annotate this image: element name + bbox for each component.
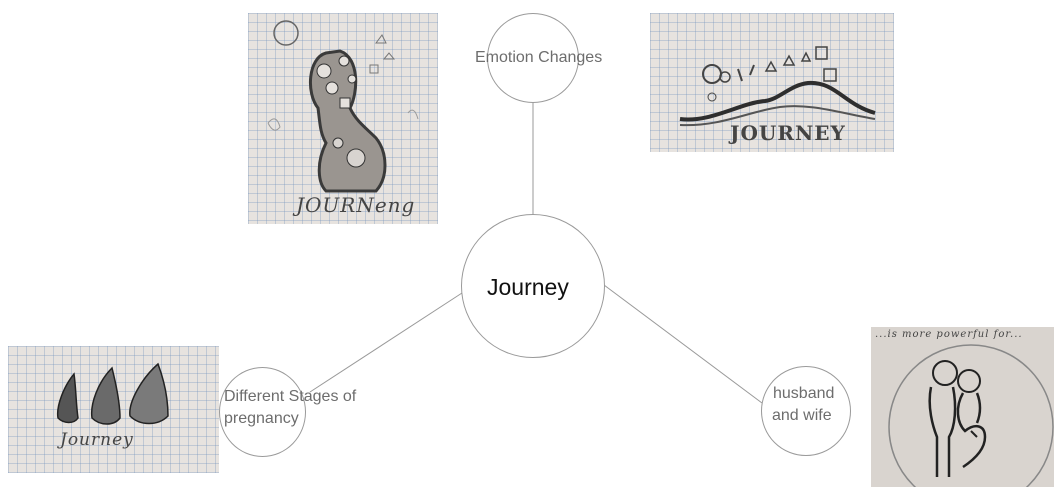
node-journey-center <box>461 214 605 358</box>
sketch-drawing <box>56 362 169 425</box>
sketch-caption: JOURNEY <box>730 121 846 145</box>
sketch-drawing <box>679 46 876 127</box>
node-husband-and-wife <box>761 366 851 456</box>
sketch-emotion-landscape: JOURNEY <box>650 13 894 152</box>
connector-stages <box>309 292 463 393</box>
label-husband: husband <box>773 385 835 402</box>
label-different-stages-line2: pregnancy <box>224 410 299 427</box>
sketch-husband-and-wife: ...is more powerful for... <box>871 327 1054 487</box>
sketch-drawing <box>888 344 1054 487</box>
label-and-wife: and wife <box>772 407 832 424</box>
sketch-pregnant-body: JOURNeng <box>248 13 438 224</box>
sketch-drawing <box>267 20 419 193</box>
connector-couple <box>603 284 763 404</box>
node-emotion-changes <box>487 13 579 103</box>
sketch-pregnancy-stages: Journey <box>8 346 219 473</box>
node-different-stages <box>219 367 306 457</box>
label-different-stages-line1: Different Stages of <box>224 388 357 405</box>
sketch-caption: JOURNeng <box>296 193 416 217</box>
sketch-caption: ...is more powerful for... <box>875 329 1023 340</box>
label-journey: Journey <box>487 274 569 300</box>
label-emotion-changes: Emotion Changes <box>475 49 603 66</box>
sketch-caption: Journey <box>60 430 134 450</box>
